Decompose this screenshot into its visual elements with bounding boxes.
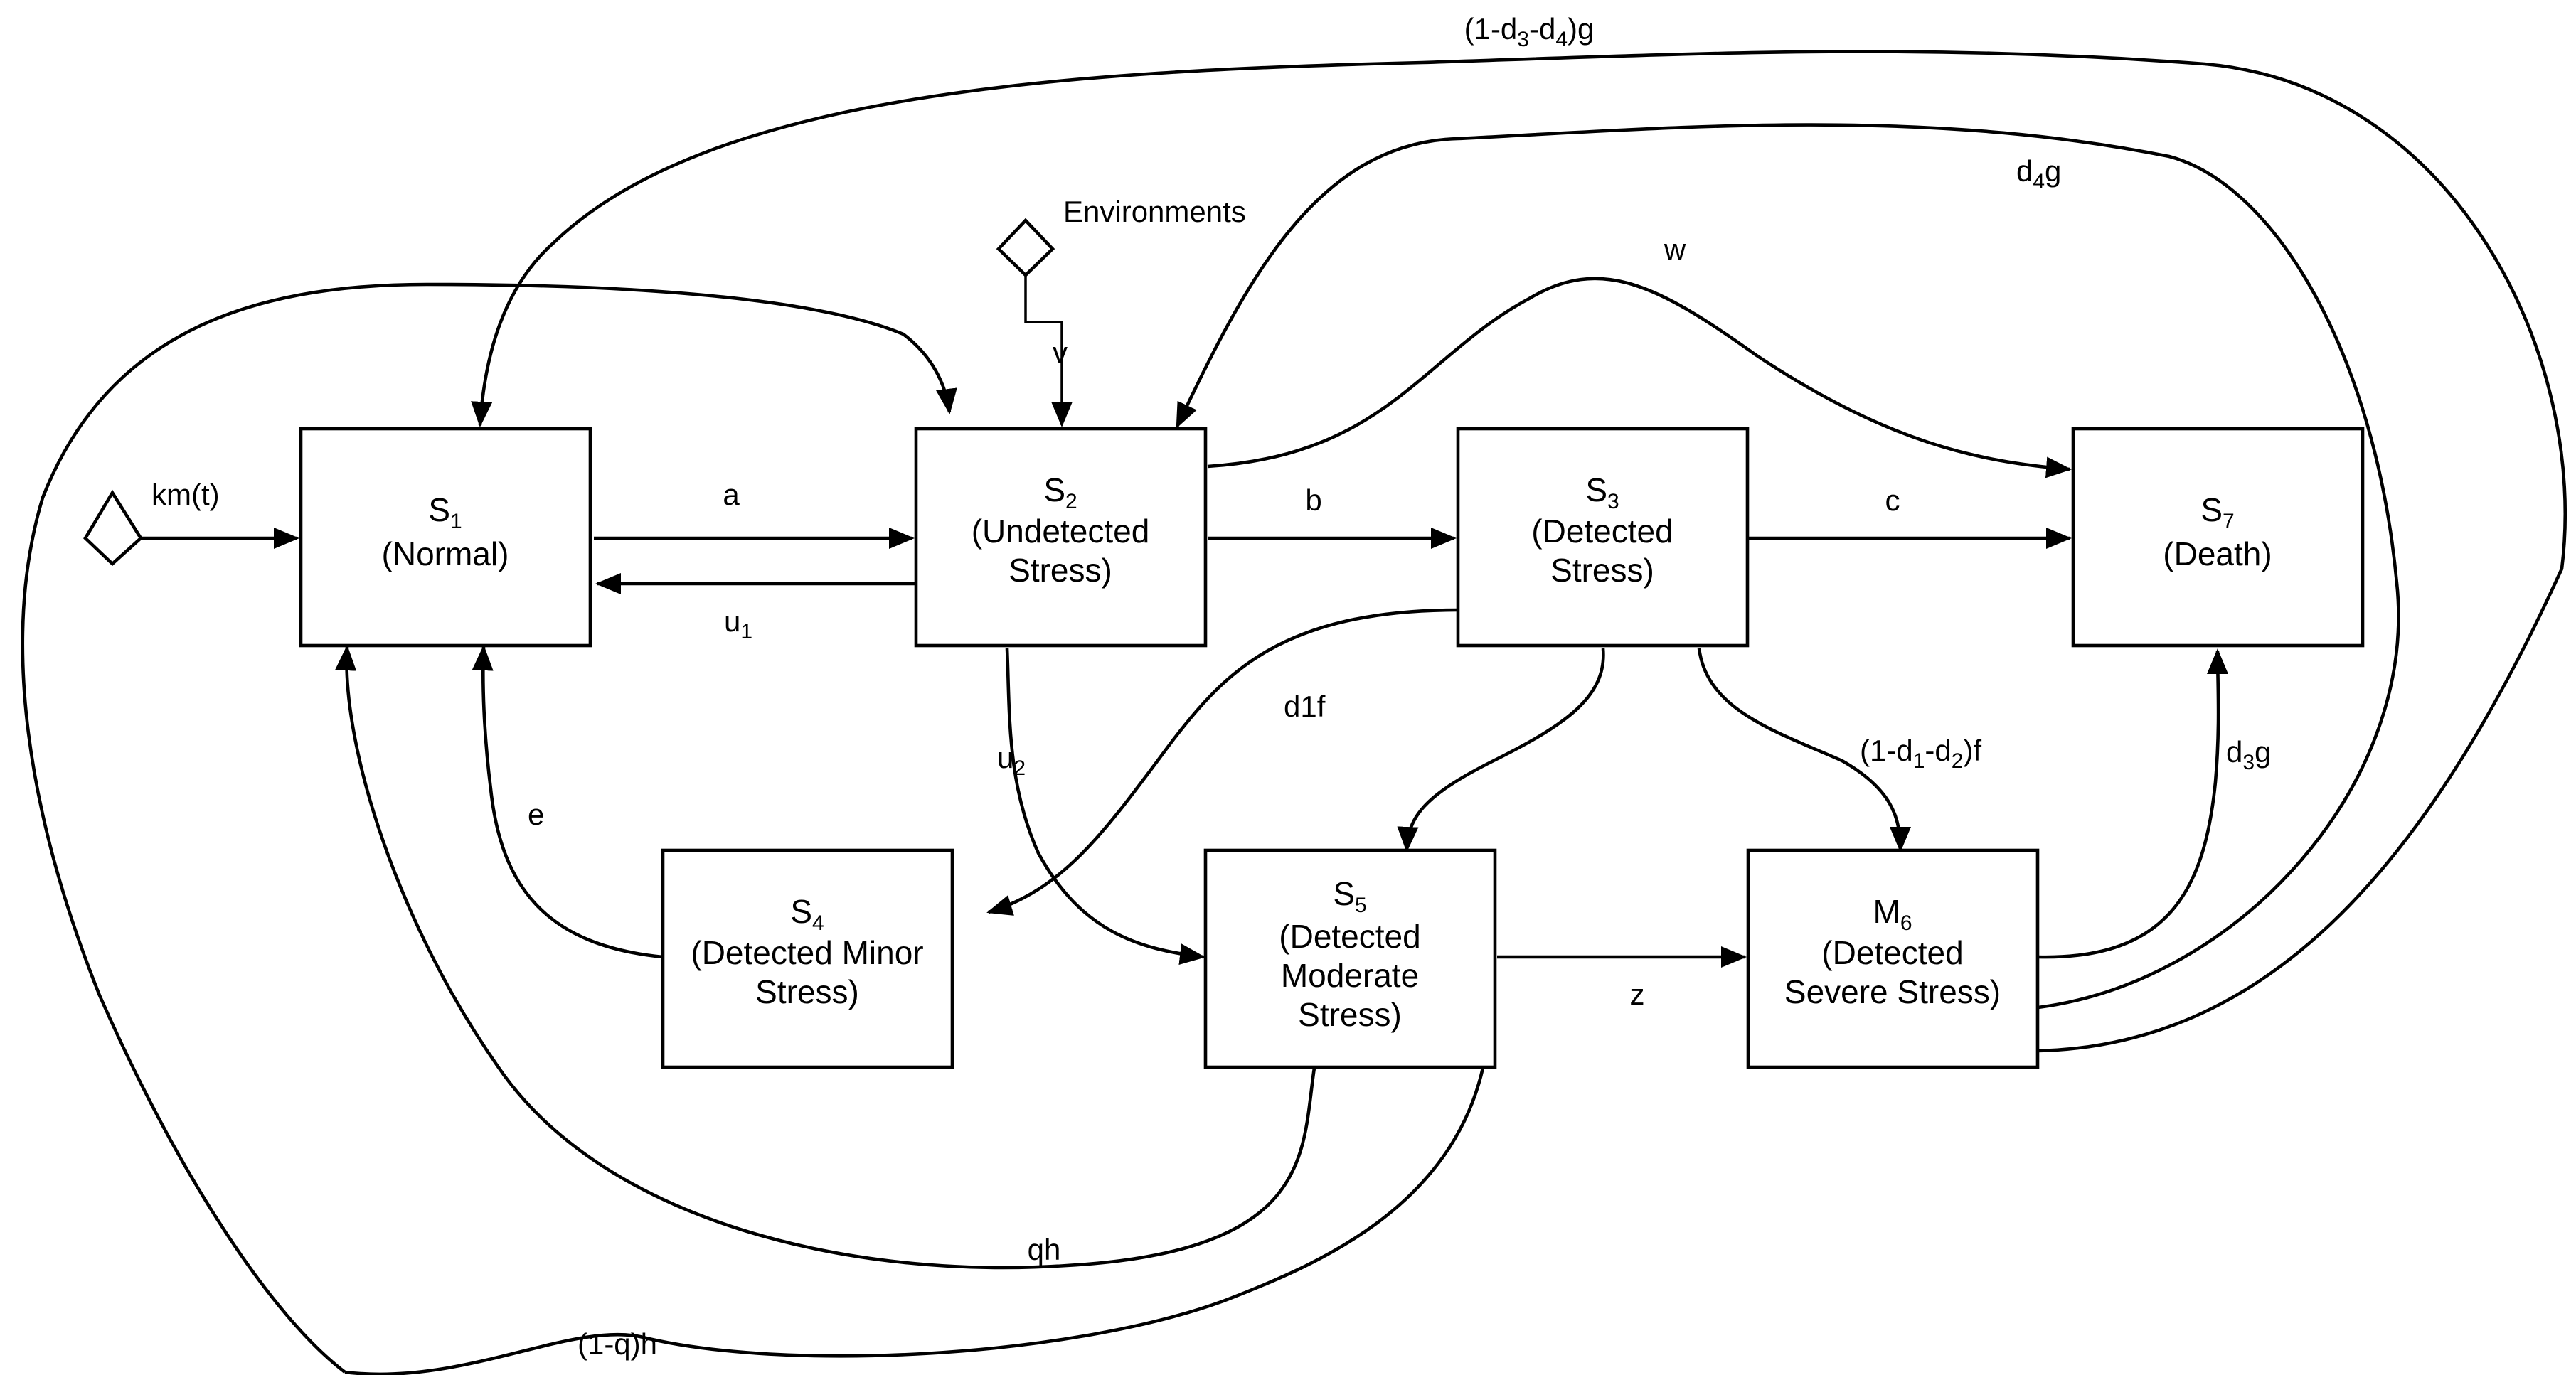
edge-s3-to-s5 — [1397, 648, 1605, 852]
label-c: c — [1885, 483, 1900, 517]
node-s1-desc: (Normal) — [382, 535, 509, 572]
label-one-minus-q-h: (1-q)h — [578, 1327, 657, 1361]
node-s7-title: S7 — [2200, 491, 2234, 533]
node-s1-box — [299, 427, 592, 648]
label-environments: Environments — [1063, 195, 1246, 228]
node-s5-line2: (Detected — [1279, 918, 1420, 955]
edge-left-loop-to-s2 — [21, 282, 957, 1374]
node-s3-line2: (Detected — [1531, 513, 1673, 550]
label-u2: u2 — [997, 741, 1026, 780]
label-b: b — [1305, 483, 1321, 517]
node-s4-line2: (Detected Minor — [691, 934, 923, 971]
node-s4-title: S4 — [790, 893, 824, 935]
label-u1: u1 — [724, 604, 752, 643]
edge-e — [472, 645, 664, 959]
edge-d4g — [1175, 123, 2400, 1010]
node-s7-box — [2071, 427, 2365, 648]
edge-one-minus-d1-d2-f — [1697, 648, 1911, 852]
node-s3-title: S3 — [1585, 471, 1619, 513]
label-d4g: d4g — [2016, 154, 2061, 193]
node-s2-line3: Stress) — [1008, 552, 1112, 589]
node-m6-line3: Severe Stress) — [1784, 973, 2001, 1010]
label-qh: qh — [1028, 1233, 1061, 1266]
label-v: v — [1053, 336, 1068, 369]
node-s5-title: S5 — [1333, 875, 1366, 917]
label-d3g: d3g — [2226, 735, 2271, 774]
label-d1f: d1f — [1284, 690, 1326, 723]
node-m6-title: M6 — [1873, 893, 1912, 935]
edge-w — [1207, 277, 2072, 478]
node-s1-title: S1 — [428, 491, 462, 533]
label-e: e — [528, 798, 544, 831]
input-diamond-km — [83, 489, 143, 567]
label-km: km(t) — [151, 478, 220, 511]
edge-d3g — [2038, 648, 2229, 959]
label-one-minus-d3-d4-g: (1-d3-d4)g — [1464, 12, 1595, 51]
node-s7-desc: (Death) — [2163, 535, 2272, 572]
edge-u2 — [1005, 648, 1205, 965]
label-w: w — [1664, 232, 1686, 266]
edge-one-minus-q-h — [344, 1067, 1485, 1375]
node-m6-line2: (Detected — [1821, 934, 1963, 971]
edge-environments-v — [1024, 274, 1073, 427]
node-s2-box — [914, 427, 1208, 648]
node-s2-line2: (Undetected — [972, 513, 1150, 550]
input-diamond-environments — [996, 218, 1055, 278]
node-s2-title: S2 — [1043, 471, 1077, 513]
label-a: a — [723, 478, 740, 511]
node-s3-box — [1456, 427, 1750, 648]
edge-d1f — [986, 608, 1459, 916]
node-s5-box — [1203, 848, 1497, 1069]
node-s5-line3: Moderate — [1281, 957, 1419, 994]
edge-one-minus-d3-d4-g — [471, 50, 2567, 1053]
node-m6-box — [1746, 848, 2040, 1069]
edge-qh — [335, 645, 1316, 1270]
label-one-minus-d1-d2-f: (1-d1-d2)f — [1860, 734, 1981, 773]
node-s3-line3: Stress) — [1550, 552, 1654, 589]
label-z: z — [1630, 978, 1645, 1011]
node-s4-box — [661, 848, 954, 1069]
node-s4-line3: Stress) — [755, 973, 859, 1010]
node-s5-line4: Stress) — [1298, 996, 1402, 1033]
